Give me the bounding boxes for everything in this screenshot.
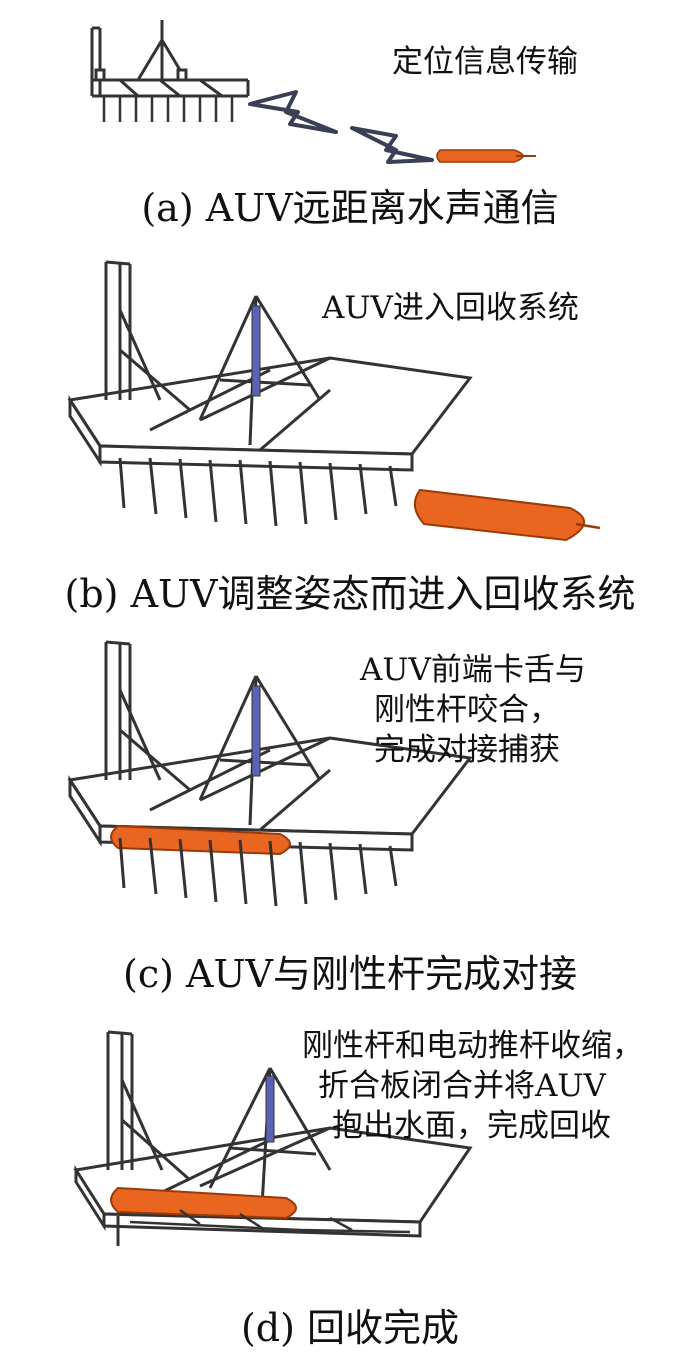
- a-frame: [208, 1067, 332, 1207]
- panel-a-note: 定位信息传输: [392, 42, 578, 82]
- panel-a: 定位信息传输 (a) AUV远距离水声通信: [0, 0, 700, 250]
- panel-b-note: AUV进入回收系统: [322, 288, 579, 328]
- rigid-rods: [118, 837, 398, 907]
- auv: [110, 824, 291, 856]
- electric-push-rod: [265, 1075, 275, 1143]
- panel-d-note-line: 折合板闭合并将AUV: [318, 1068, 606, 1104]
- recovery-frame-side-view: [90, 20, 250, 98]
- rigid-rods-side-view: [102, 96, 234, 122]
- recovery-frame: [67, 736, 473, 852]
- signal-bolt-right: [350, 126, 434, 164]
- panel-d: 刚性杆和电动推杆收缩， 折合板闭合并将AUV 抱出水面，完成回收 (d) 回收完…: [0, 1010, 700, 1368]
- panel-c-note-line: AUV前端卡舌与: [360, 652, 586, 688]
- panel-a-caption: (a) AUV远距离水声通信: [141, 186, 559, 230]
- panel-c-illustration: [67, 640, 473, 907]
- panel-b-illustration: [67, 260, 601, 542]
- panel-b: AUV进入回收系统 (b) AUV调整姿态而进入回收系统: [0, 250, 700, 630]
- recovery-frame: [67, 356, 473, 472]
- panel-c: AUV前端卡舌与 刚性杆咬合， 完成对接捕获 (c) AUV与刚性杆完成对接: [0, 630, 700, 1010]
- auv: [413, 488, 601, 542]
- panel-b-note-line: AUV进入回收系统: [322, 290, 579, 326]
- mast: [104, 260, 191, 412]
- electric-push-rod: [251, 305, 261, 397]
- panel-b-caption: (b) AUV调整姿态而进入回收系统: [64, 572, 636, 616]
- electric-push-rod: [251, 685, 261, 777]
- mast: [104, 640, 191, 792]
- panel-d-note-line: 抱出水面，完成回收: [332, 1108, 611, 1144]
- panel-c-caption: (c) AUV与刚性杆完成对接: [123, 952, 577, 996]
- rigid-rods: [118, 457, 398, 527]
- folding-plates: [129, 1208, 411, 1234]
- panel-c-note-line: 刚性杆咬合，: [374, 692, 560, 728]
- auv: [110, 1186, 297, 1220]
- panel-d-caption: (d) 回收完成: [240, 1306, 460, 1350]
- panel-c-note-line: 完成对接捕获: [374, 732, 560, 768]
- signal-bolt-left: [248, 90, 338, 134]
- panel-c-note: AUV前端卡舌与 刚性杆咬合， 完成对接捕获: [360, 650, 586, 770]
- panel-d-note: 刚性杆和电动推杆收缩， 折合板闭合并将AUV 抱出水面，完成回收: [302, 1026, 643, 1146]
- panel-a-illustration: [90, 20, 536, 164]
- panel-d-illustration: [73, 1030, 473, 1246]
- panel-a-note-line: 定位信息传输: [392, 44, 578, 80]
- mast: [106, 1030, 191, 1246]
- panel-d-note-line: 刚性杆和电动推杆收缩，: [302, 1028, 643, 1064]
- auv-small: [436, 149, 536, 163]
